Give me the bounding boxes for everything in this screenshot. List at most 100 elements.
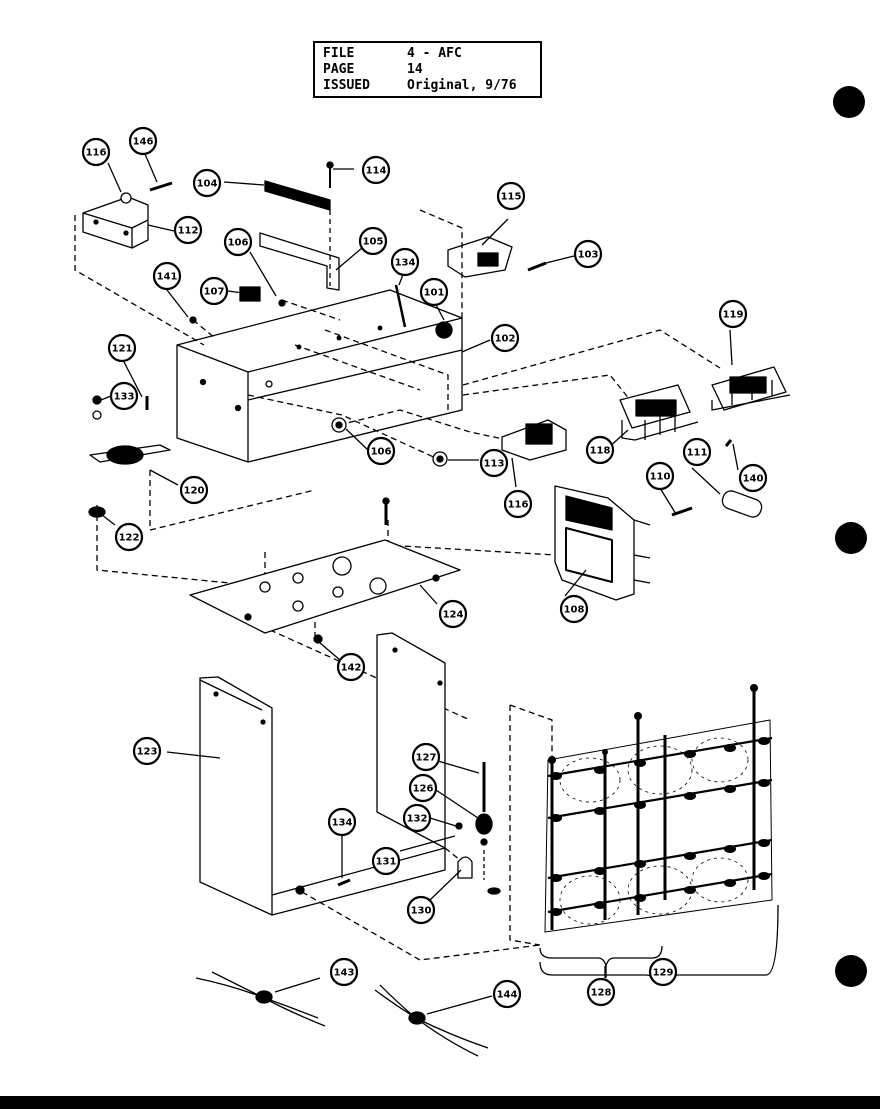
callout-133: 133 <box>109 381 139 411</box>
callout-label: 113 <box>484 459 505 470</box>
callout-label: 116 <box>86 148 107 159</box>
file-row: FILE 4 - AFC <box>323 46 532 62</box>
callout-124: 124 <box>438 599 468 629</box>
callout-label: 142 <box>341 663 362 674</box>
callout-112: 112 <box>173 215 203 245</box>
callout-label: 141 <box>157 272 178 283</box>
part-122-spacer <box>88 506 106 518</box>
callout-label: 122 <box>119 533 140 544</box>
callout-label: 116 <box>508 500 529 511</box>
file-info-box: FILE 4 - AFC PAGE 14 ISSUED Original, 9/… <box>313 41 542 98</box>
callout-label: 101 <box>424 288 445 299</box>
callout-122: 122 <box>114 522 144 552</box>
callout-label: 120 <box>184 486 205 497</box>
callout-label: 118 <box>590 446 611 457</box>
callout-143: 143 <box>329 957 359 987</box>
callout-120: 120 <box>179 475 209 505</box>
callout-circle <box>648 957 678 987</box>
callout-circle <box>366 436 396 466</box>
callout-circle <box>738 463 768 493</box>
callout-106: 106 <box>366 436 396 466</box>
callout-label: 102 <box>495 334 516 345</box>
callout-label: 103 <box>578 250 599 261</box>
page-label: PAGE <box>323 62 355 77</box>
callout-label: 146 <box>133 137 154 148</box>
callout-label: 129 <box>653 968 674 979</box>
issued-row: ISSUED Original, 9/76 <box>323 78 532 94</box>
callout-132: 132 <box>402 803 432 833</box>
callout-circle <box>573 239 603 269</box>
callout-114: 114 <box>361 155 391 185</box>
part-107-clip <box>239 286 286 307</box>
file-value: 4 - AFC <box>407 46 462 61</box>
callout-134: 134 <box>390 247 420 277</box>
callout-142: 142 <box>336 652 366 682</box>
callout-circle <box>327 807 357 837</box>
callout-circle <box>114 522 144 552</box>
issued-label: ISSUED <box>323 78 370 93</box>
callout-116: 116 <box>503 489 533 519</box>
part-111-fuse <box>721 439 763 518</box>
part-128-heating-element <box>509 684 779 983</box>
callout-circle <box>81 137 111 167</box>
page-value: 14 <box>407 62 423 77</box>
part-101-nut <box>435 321 453 339</box>
callout-circle <box>107 333 137 363</box>
callout-circle <box>411 742 441 772</box>
callout-label: 105 <box>363 237 384 248</box>
callout-leaders <box>100 153 739 978</box>
callout-134: 134 <box>327 807 357 837</box>
part-105-bracket <box>259 210 340 291</box>
callout-label: 131 <box>376 857 397 868</box>
callout-104: 104 <box>192 168 222 198</box>
callout-126: 126 <box>408 773 438 803</box>
binder-hole-middle <box>835 522 867 554</box>
callout-144: 144 <box>492 979 522 1009</box>
part-127-insulator-assembly <box>455 762 501 895</box>
callout-label: 110 <box>650 472 671 483</box>
part-115-switch <box>447 218 513 278</box>
part-108-block <box>554 485 651 601</box>
callout-label: 140 <box>743 474 764 485</box>
callout-circle <box>503 489 533 519</box>
callout-119: 119 <box>718 299 748 329</box>
part-124-base-plate <box>189 497 461 634</box>
callout-circle <box>406 895 436 925</box>
lower-leader-lines <box>301 847 541 961</box>
callout-circle <box>371 846 401 876</box>
callout-129: 129 <box>648 957 678 987</box>
part-119-relay <box>711 366 791 411</box>
callout-label: 127 <box>416 753 437 764</box>
callout-116: 116 <box>81 137 111 167</box>
callout-circle <box>109 381 139 411</box>
callout-label: 130 <box>411 906 432 917</box>
callout-circle <box>192 168 222 198</box>
callout-label: 134 <box>395 258 416 269</box>
callout-label: 126 <box>413 784 434 795</box>
callout-101: 101 <box>419 277 449 307</box>
callout-circle <box>329 957 359 987</box>
callout-circle <box>490 323 520 353</box>
callout-label: 106 <box>371 447 392 458</box>
callout-label: 124 <box>443 610 464 621</box>
callout-121: 121 <box>107 333 137 363</box>
callout-130: 130 <box>406 895 436 925</box>
callout-circle <box>585 435 615 465</box>
callout-131: 131 <box>371 846 401 876</box>
callout-circle <box>173 215 203 245</box>
callout-label: 106 <box>228 238 249 249</box>
part-112-block <box>82 192 149 249</box>
callout-106: 106 <box>223 227 253 257</box>
callout-circle <box>402 803 432 833</box>
callout-circle <box>132 736 162 766</box>
callout-circle <box>718 299 748 329</box>
binder-hole-top <box>833 86 865 118</box>
scan-edge-bar <box>0 1096 880 1109</box>
callout-circle <box>419 277 449 307</box>
part-134-screw-upper <box>394 284 407 328</box>
callout-140: 140 <box>738 463 768 493</box>
part-146-screw <box>149 181 173 192</box>
part-143-wire-nut <box>195 971 326 1027</box>
